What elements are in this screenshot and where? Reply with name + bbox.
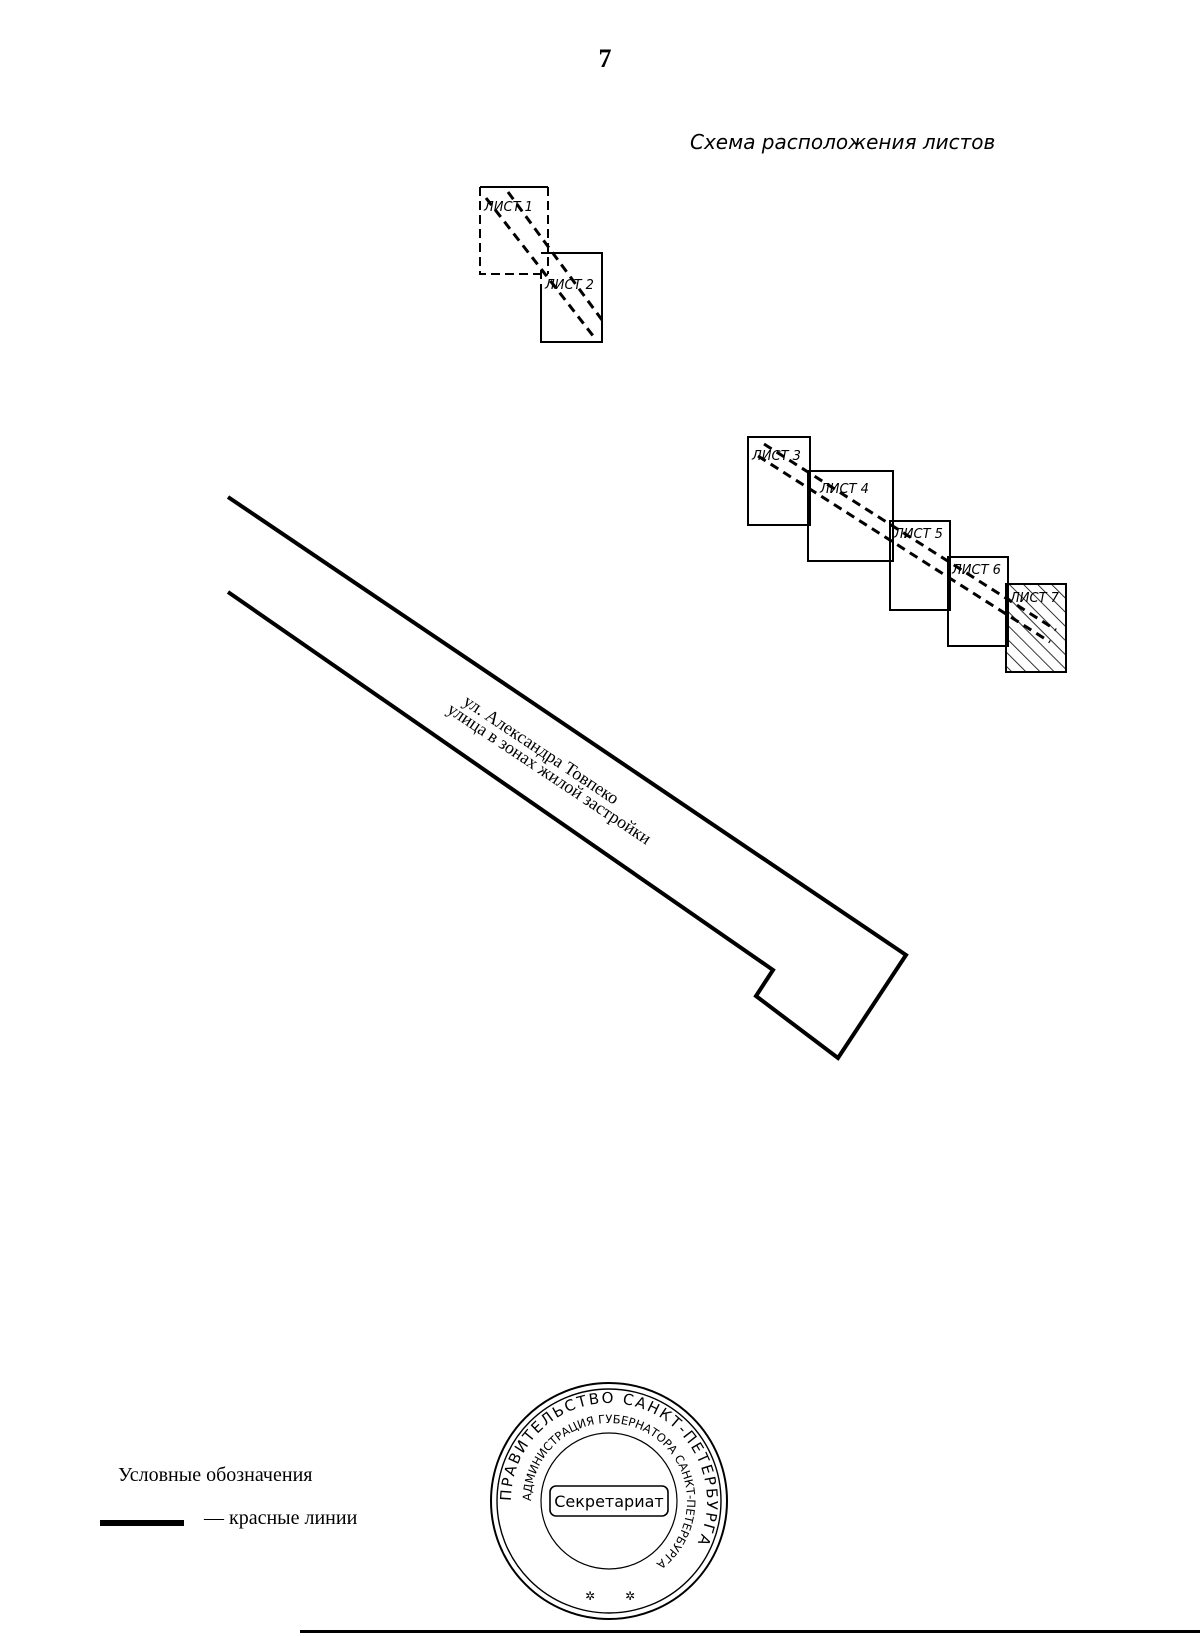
seal-star-icon: ✲: [625, 1589, 635, 1603]
sheet-2-label: ЛИСТ 2: [544, 278, 594, 293]
sheet-5-label: ЛИСТ 5: [893, 527, 943, 542]
legend-item-label: — красные линии: [204, 1507, 358, 1529]
page-number: 7: [598, 44, 612, 73]
sheet-7-label: ЛИСТ 7: [1009, 591, 1060, 606]
sheet-3-frame: ЛИСТ 3: [747, 436, 811, 526]
official-seal: ПРАВИТЕЛЬСТВО САНКТ-ПЕТЕРБУРГА АДМИНИСТР…: [490, 1382, 728, 1620]
legend-line-swatch: [100, 1520, 184, 1526]
seal-center-text: Секретариат: [554, 1492, 663, 1511]
scheme-title: Схема расположения листов: [690, 130, 996, 154]
street-red-lines: [226, 495, 909, 1061]
sheet-2-frame: ЛИСТ 2: [540, 252, 603, 343]
page-bottom-rule: [300, 1630, 1200, 1633]
street-type: улица в зонах жилой застройки: [444, 699, 656, 849]
sheet-6-frame: ЛИСТ 6: [947, 556, 1009, 647]
seal-star-icon: ✲: [585, 1589, 595, 1603]
legend-title: Условные обозначения: [118, 1464, 313, 1486]
sheet-5-frame: ЛИСТ 5: [889, 520, 951, 611]
corridor-upper: [484, 191, 604, 338]
sheet-6-label: ЛИСТ 6: [951, 563, 1001, 578]
sheet-7-frame: ЛИСТ 7: [1005, 583, 1067, 673]
corridor-lower: [757, 442, 1057, 644]
legend-item-red-lines: — красные линии: [100, 1507, 460, 1537]
